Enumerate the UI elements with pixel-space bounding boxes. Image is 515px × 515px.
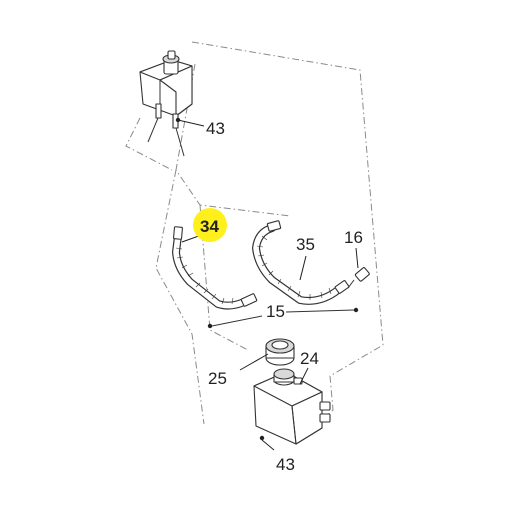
panel-outline	[125, 41, 384, 443]
lower-reservoir	[253, 368, 331, 445]
cap-25	[265, 338, 295, 366]
callout-35: 35	[296, 235, 315, 254]
callout-43-top: 43	[206, 119, 225, 138]
callout-43-bottom: 43	[276, 455, 295, 474]
callout-15: 15	[266, 302, 285, 321]
callout-34-highlight	[193, 208, 227, 242]
leader-lines	[175, 117, 359, 451]
callout-25: 25	[208, 369, 227, 388]
tube-15	[207, 307, 359, 329]
hose-34	[172, 226, 258, 310]
fitting-16	[347, 267, 370, 289]
callout-34: 34	[200, 217, 219, 236]
hose-35	[252, 220, 350, 305]
upper-reservoir	[139, 50, 193, 157]
callout-16: 16	[344, 228, 363, 247]
callout-24: 24	[300, 349, 319, 368]
